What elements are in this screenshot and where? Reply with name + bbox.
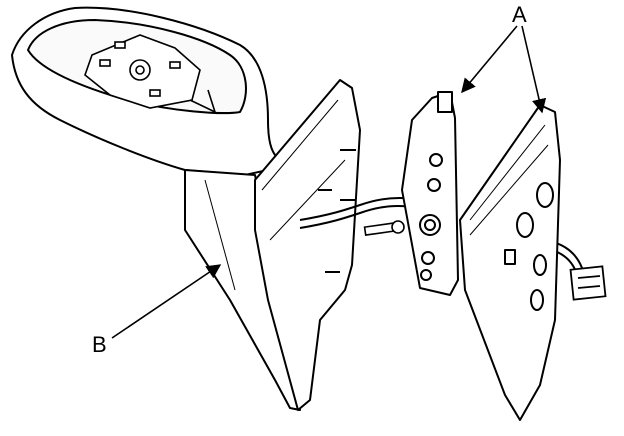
actuator-plate xyxy=(84,34,217,114)
connector-plug xyxy=(569,265,607,301)
callout-a-label: A xyxy=(512,2,527,27)
mounting-bolt xyxy=(363,220,405,236)
callout-b-label: B xyxy=(92,332,107,357)
callout-b: B xyxy=(92,264,222,357)
callout-a: A xyxy=(461,2,547,114)
cover-plate xyxy=(459,104,561,421)
mirror-base-panel xyxy=(254,79,361,411)
gasket xyxy=(401,91,459,296)
